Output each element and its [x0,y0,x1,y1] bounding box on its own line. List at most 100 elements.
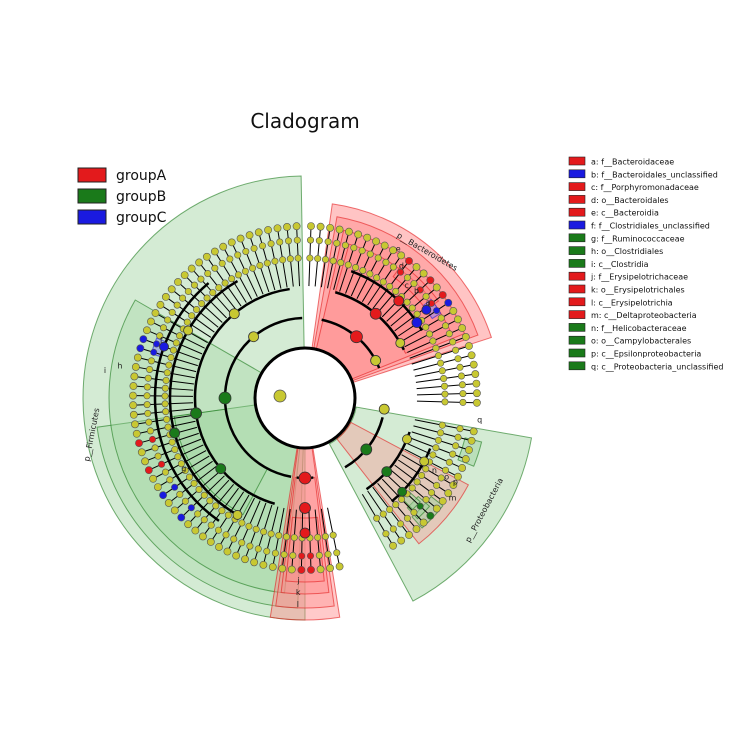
leaf-node [386,282,394,290]
leaf-node [307,565,315,574]
leaf-node [141,457,149,466]
leaf-node [163,415,171,423]
leaf-node [181,497,189,505]
leaf-node [276,238,284,246]
sector-letter-b: b [414,286,419,295]
clade-node-4 [421,304,432,315]
leaf-node [473,398,481,407]
sector-letter-i: i [104,366,106,375]
sector-letter-q: q [477,415,482,424]
key-swatch [568,361,586,371]
leaf-node [249,264,257,272]
leaf-node [452,442,460,450]
group-legend-swatch [77,167,107,183]
leaf-node [422,323,430,331]
leaf-node [221,279,229,287]
leaf-node [389,525,397,533]
leaf-node [316,565,325,574]
leaf-node [164,423,172,431]
leaf-node [458,464,467,472]
leaf-node [354,230,363,239]
leaf-node [449,338,457,346]
leaf-node [144,374,152,382]
leaf-node [224,511,232,519]
leaf-node [341,241,349,249]
leaf-node [279,256,287,264]
tree-nodes [129,222,481,574]
leaf-node [382,258,390,266]
leaf-node [159,324,167,332]
leaf-node [386,506,394,514]
leaf-node [413,478,421,486]
leaf-node [146,427,154,435]
leaf-node [131,420,139,429]
sector-letter-g: g [181,464,186,473]
leaf-node [454,472,462,481]
sector-letter-j: j [297,576,300,585]
leaf-node [222,531,230,539]
leaf-node [472,379,481,388]
leaf-node [209,289,217,297]
key-label: f: f__Clostridiales_unclassified [591,222,710,231]
leaf-node [280,551,288,559]
leaf-node [449,481,458,489]
key-label: j: f__Erysipelotrichaceae [590,273,688,282]
clade-node-18 [248,331,259,343]
leaf-node [352,263,360,271]
leaf-node [236,234,245,243]
clade-node-14 [381,466,393,478]
leaf-node [422,292,430,300]
clade-node-12 [299,527,311,539]
leaf-node [153,340,161,348]
sector-letter-p: p [453,477,458,486]
leaf-node [147,317,155,326]
leaf-node [382,530,390,538]
key-swatch [568,207,586,217]
leaf-node [465,446,473,454]
leaf-node [214,526,222,534]
leaf-node [326,564,335,573]
leaf-node [316,222,325,231]
key-label: n: f__Helicobacteraceae [591,324,687,333]
sector-letter-m: m [449,494,457,503]
leaf-node [403,514,411,522]
leaf-node [289,552,297,560]
root-ring [253,346,357,450]
key-label: o: o__Campylobacterales [591,337,691,346]
leaf-node [389,541,397,550]
clade-node-20 [232,510,243,520]
leaf-node [374,254,382,262]
leaf-node [197,275,205,283]
leaf-node [206,497,214,505]
leaf-node [259,242,267,250]
leaf-node [335,225,344,234]
leaf-node [159,491,167,500]
leaf-node [461,455,470,463]
leaf-node [403,298,411,306]
leaf-node [161,400,169,408]
leaf-node [156,332,164,340]
clade-node-6 [190,407,202,420]
leaf-node [292,222,301,231]
clade-node-8 [215,463,227,475]
leaf-node [215,543,223,551]
leaf-node [162,408,170,416]
leaf-node [307,552,315,560]
leaf-node [307,236,315,244]
leaf-node [203,294,211,302]
leaf-node [282,533,290,541]
leaf-node [167,285,176,294]
leaf-node [278,564,287,573]
key-swatch [568,271,586,281]
leaf-node [207,521,215,529]
leaf-node [263,259,271,267]
leaf-node [456,363,464,371]
leaf-node [165,361,173,369]
leaf-node [190,479,198,487]
leaf-node [366,270,374,278]
leaf-node [392,287,400,295]
leaf-node [147,357,155,365]
leaf-node [161,384,169,392]
clade-node-3 [411,317,423,328]
